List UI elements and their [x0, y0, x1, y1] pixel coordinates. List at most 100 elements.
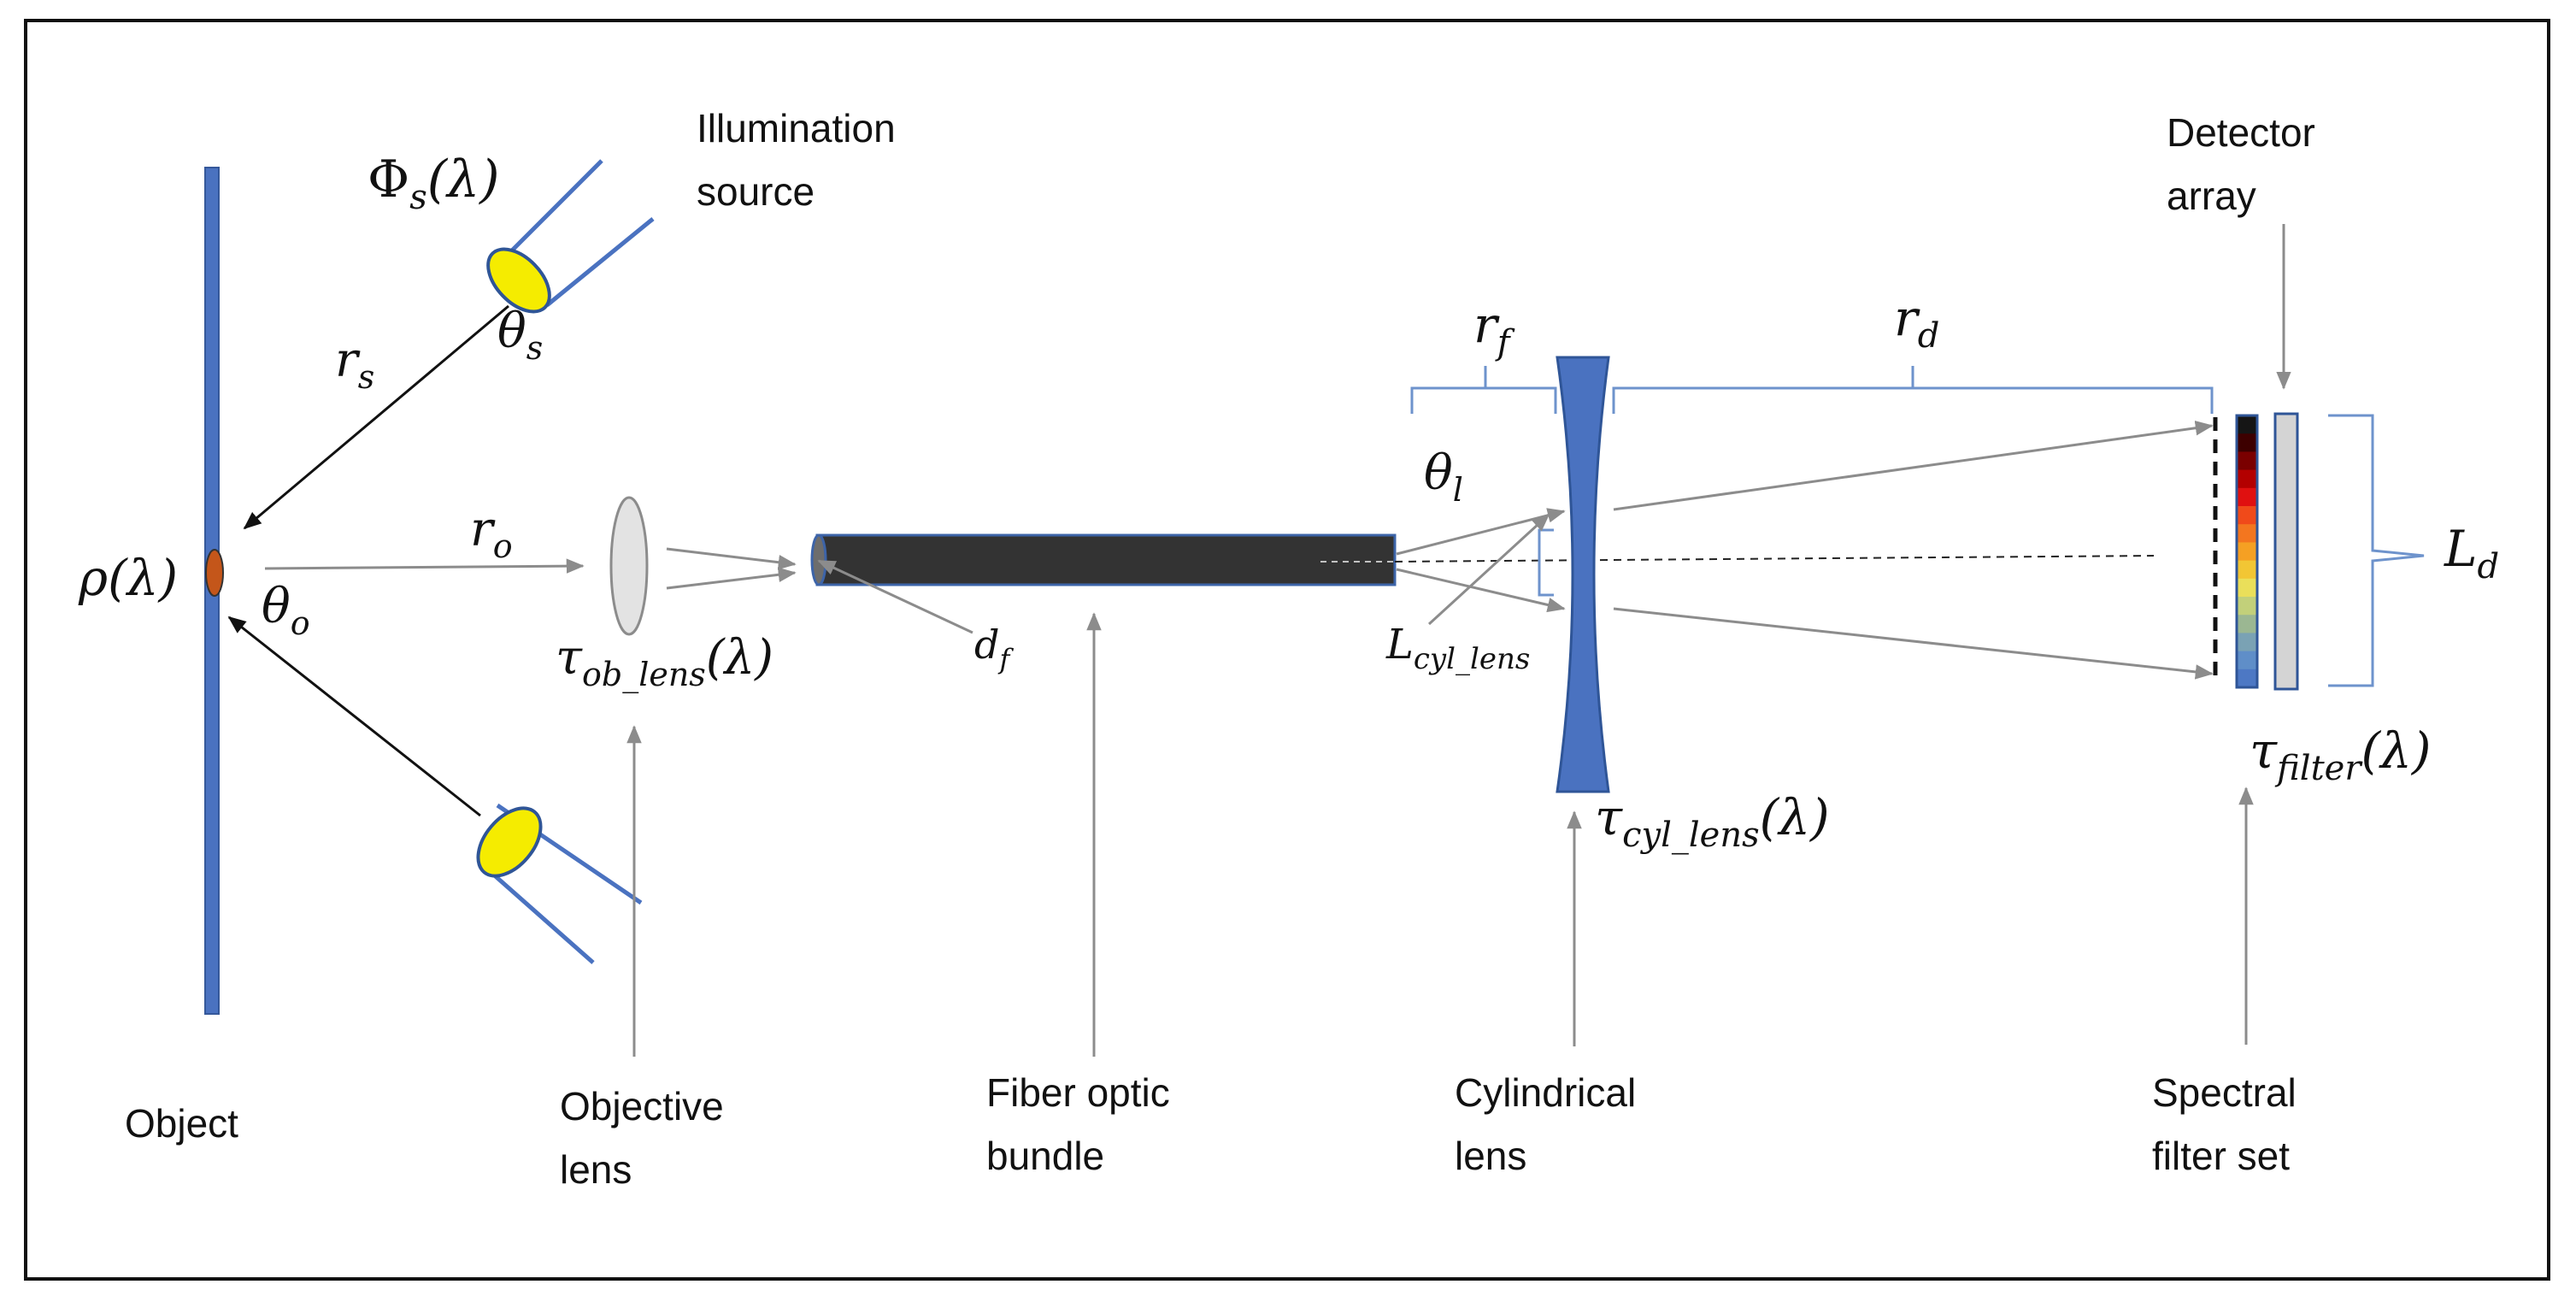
- lens-to-detector-ray-lower: [1613, 607, 2214, 680]
- objective-lens-line-1: Objective: [560, 1084, 724, 1128]
- upper-lamp-face: [486, 247, 551, 314]
- object-spot: [205, 549, 224, 597]
- tau-cyl-lens-tail: (λ): [1760, 788, 1830, 846]
- theta-o-symbol: θo: [262, 579, 310, 642]
- spectral-cell: [2237, 524, 2257, 543]
- fiber-optic-bundle: [815, 533, 1397, 586]
- spectral-filter-set-label: Spectral filter set: [2152, 1070, 2308, 1178]
- detector-plate: [2273, 412, 2299, 691]
- d-f-sub: f: [997, 643, 1014, 675]
- spectral-strip-border: [2235, 414, 2259, 689]
- illumination-source-label: Illumination source: [697, 106, 906, 214]
- spectral-cell: [2237, 415, 2257, 434]
- d-f-symbol: df: [974, 622, 1014, 675]
- illumination-source-upper: [486, 159, 655, 314]
- detector-array-label: Detector array: [2167, 110, 2326, 218]
- lens-to-detector-ray-upper: [1613, 421, 2214, 511]
- fiber-input-face: [810, 533, 827, 586]
- d-f-pointer: [817, 559, 973, 634]
- fiber-optic-bundle-line-1: Fiber optic: [986, 1070, 1170, 1115]
- spectral-cell: [2237, 560, 2257, 580]
- tau-ob-lens-symbol: τob_lens(λ): [556, 630, 773, 694]
- illumination-source-line-2: source: [697, 169, 815, 214]
- brace-r-f: [1410, 366, 1557, 414]
- illumination-source-line-1: Illumination: [697, 106, 896, 150]
- theta-l-symbol: θl: [1424, 445, 1463, 509]
- tau-ob-lens-base: τ: [556, 630, 583, 686]
- fiber-optic-bundle-label: Fiber optic bundle: [986, 1070, 1181, 1178]
- spectral-cell: [2237, 615, 2257, 633]
- phi-s-sub: s: [409, 178, 427, 217]
- rho-symbol: ρ(λ): [78, 549, 178, 607]
- spectral-cell: [2237, 669, 2257, 688]
- tau-cyl-lens-symbol: τcyl_lens(λ): [1595, 788, 1830, 855]
- l-cyl-lens-sub: cyl_lens: [1414, 642, 1530, 676]
- fiber-to-slit-ray-lower: [1396, 568, 1566, 613]
- lower-source-arrow: [227, 616, 481, 817]
- optical-axis-dashed: [1394, 555, 2155, 563]
- spectral-cell: [2237, 487, 2257, 507]
- d-f-base: d: [974, 622, 999, 668]
- object-to-lens-ray: [264, 558, 585, 574]
- r-d-symbol: rd: [1894, 289, 1939, 356]
- spectral-cell: [2237, 542, 2257, 562]
- cylindrical-lens-line-2: lens: [1455, 1134, 1526, 1178]
- objective-lens-label: Objective lens: [560, 1084, 735, 1192]
- theta-l-sub: l: [1453, 471, 1463, 509]
- r-f-symbol: rf: [1473, 296, 1515, 362]
- r-d-sub: d: [1918, 316, 1940, 356]
- spectral-cell: [2237, 433, 2257, 452]
- tau-filter-sub: filter: [2274, 749, 2363, 788]
- brace-l-d: [2328, 414, 2425, 687]
- spectral-filter-set-line-2: filter set: [2152, 1134, 2290, 1178]
- cylindrical-lens-line-1: Cylindrical: [1455, 1070, 1636, 1115]
- lens-to-fiber-ray-lower: [666, 567, 797, 590]
- r-s-symbol: rs: [335, 333, 374, 396]
- r-o-sub: o: [493, 527, 513, 565]
- spectral-filter-strip: [2237, 415, 2257, 688]
- spectral-cell: [2237, 506, 2257, 525]
- objective-lens: [609, 496, 649, 636]
- spectral-cell: [2237, 651, 2257, 670]
- theta-l-base: θ: [1424, 445, 1453, 501]
- theta-o-sub: o: [291, 604, 310, 642]
- r-s-sub: s: [358, 358, 375, 396]
- spectral-filter-set-line-1: Spectral: [2152, 1070, 2297, 1115]
- phi-s-symbol: Φs(λ): [368, 150, 500, 217]
- tau-cyl-lens-base: τ: [1595, 788, 1623, 846]
- brace-r-d: [1612, 366, 2214, 414]
- objective-lens-line-2: lens: [560, 1147, 632, 1192]
- spectral-cell: [2237, 597, 2257, 616]
- tau-cyl-lens-sub: cyl_lens: [1622, 816, 1760, 855]
- l-d-symbol: Ld: [2444, 520, 2499, 586]
- theta-s-symbol: θs: [497, 303, 543, 367]
- tau-filter-symbol: τfilter(λ): [2250, 722, 2431, 788]
- theta-o-base: θ: [262, 579, 291, 634]
- spectral-cell: [2237, 578, 2257, 598]
- theta-s-sub: s: [526, 329, 544, 367]
- lower-lamp-face: [476, 806, 543, 878]
- tau-filter-base: τ: [2250, 722, 2278, 780]
- l-cyl-lens-pointer: [1427, 513, 1550, 626]
- l-cyl-lens-base: L: [1385, 621, 1414, 669]
- illumination-source-lower: [476, 803, 643, 964]
- slit-width-bracket: [1538, 528, 1554, 597]
- lens-to-fiber-ray-upper: [666, 547, 797, 570]
- phi-s-tail: (λ): [427, 150, 500, 209]
- r-o-base: r: [470, 502, 496, 557]
- phi-s-base: Φ: [368, 150, 409, 209]
- r-o-symbol: ro: [470, 502, 513, 565]
- tau-ob-lens-tail: (λ): [706, 630, 773, 686]
- l-cyl-lens-symbol: Lcyl_lens: [1385, 621, 1530, 676]
- r-d-base: r: [1894, 289, 1920, 347]
- spectral-cell: [2237, 633, 2257, 652]
- spectral-cell: [2237, 469, 2257, 489]
- r-f-sub: f: [1495, 323, 1515, 362]
- spectral-cell: [2237, 451, 2257, 471]
- diagram-frame: [24, 19, 2550, 1281]
- fiber-optic-bundle-line-2: bundle: [986, 1134, 1104, 1178]
- cylindrical-lens: [1556, 356, 1610, 793]
- object-label: Object: [125, 1101, 238, 1146]
- tau-filter-tail: (λ): [2361, 722, 2431, 780]
- detector-array-line-2: array: [2167, 174, 2256, 218]
